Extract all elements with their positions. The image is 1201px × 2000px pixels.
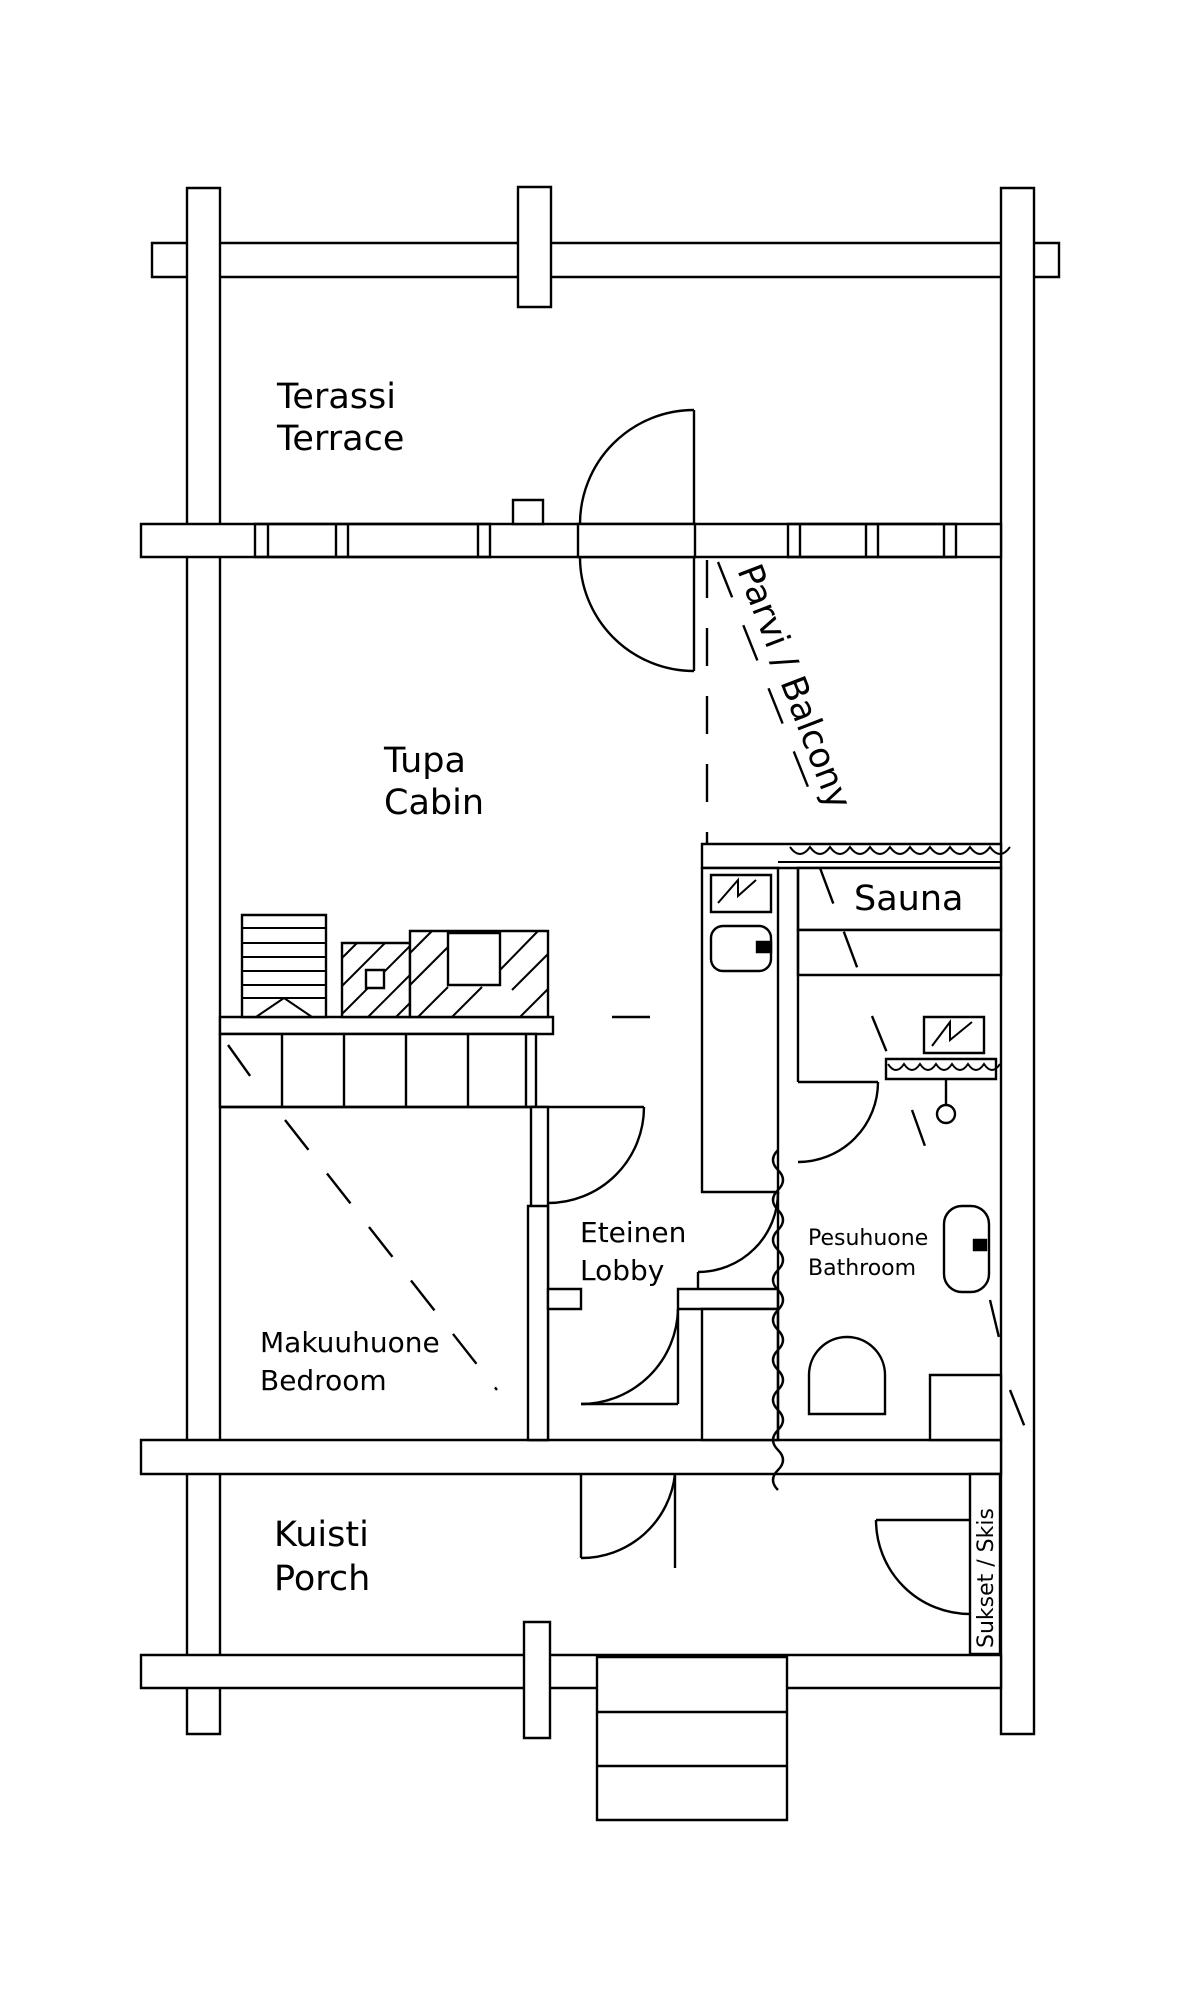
label-bathroom-en: Bathroom bbox=[808, 1256, 916, 1281]
ski-closet bbox=[876, 1474, 1000, 1654]
refrigerator bbox=[242, 915, 326, 1017]
label-lobby-fi: Eteinen bbox=[580, 1216, 686, 1249]
porch-door-swing bbox=[581, 1474, 675, 1568]
sauna bbox=[702, 844, 1010, 1192]
sauna-door-swing bbox=[798, 1082, 878, 1162]
label-porch-en: Porch bbox=[274, 1559, 370, 1599]
kitchen-counter bbox=[220, 1017, 553, 1107]
label-lobby-en: Lobby bbox=[580, 1254, 664, 1287]
bathroom-cabinet bbox=[930, 1300, 1030, 1440]
terrace-railing bbox=[152, 187, 1059, 307]
label-bedroom-fi: Makuuhuone bbox=[260, 1326, 440, 1359]
label-terrace-en: Terrace bbox=[276, 419, 404, 459]
stove bbox=[342, 943, 410, 1017]
entrance-steps bbox=[597, 1657, 787, 1820]
label-terrace-fi: Terassi bbox=[276, 377, 396, 417]
front-door-swing bbox=[580, 410, 694, 671]
label-bathroom-fi: Pesuhuone bbox=[808, 1226, 928, 1251]
sink-cabinet bbox=[410, 931, 548, 1017]
loft-outline bbox=[612, 560, 818, 1017]
label-loft: Parvi / Balcony bbox=[729, 559, 859, 815]
label-porch-fi: Kuisti bbox=[274, 1515, 369, 1555]
bedroom-walls bbox=[220, 1107, 644, 1440]
label-cabin-en: Cabin bbox=[384, 783, 484, 823]
front-wall bbox=[141, 500, 1001, 557]
sauna-heater bbox=[886, 1017, 1000, 1123]
label-bedroom-en: Bedroom bbox=[260, 1364, 387, 1397]
bathroom-walls bbox=[698, 1150, 783, 1490]
rear-wall bbox=[141, 1440, 1001, 1474]
lobby-walls bbox=[548, 1289, 778, 1440]
porch-wall bbox=[141, 1622, 1001, 1738]
label-cabin-fi: Tupa bbox=[383, 741, 466, 781]
label-sauna: Sauna bbox=[854, 879, 963, 919]
label-skis: Sukset / Skis bbox=[974, 1508, 999, 1648]
toilet bbox=[809, 1337, 885, 1414]
log-posts bbox=[187, 188, 1034, 1734]
washbasin bbox=[944, 1206, 989, 1292]
